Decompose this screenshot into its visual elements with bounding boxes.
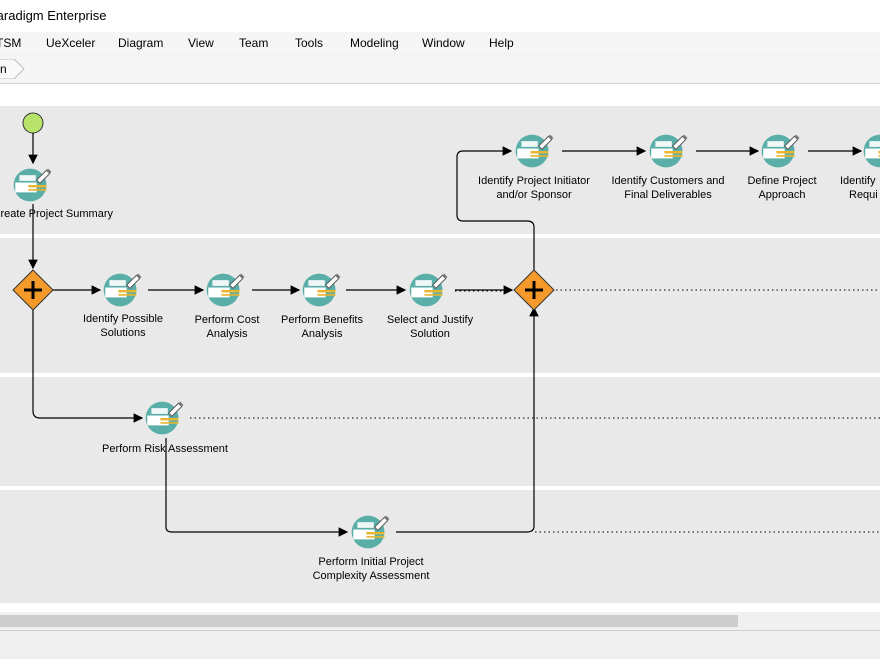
swimlane-2 [0,238,880,373]
window-title: Paradigm Enterprise [0,8,107,23]
swimlane-1 [0,106,880,234]
task-justify-label: Select and Justify [386,314,474,326]
scrollbar-thumb[interactable] [0,615,738,627]
task-benefits-label-2: Analysis [301,328,343,340]
start-event[interactable] [22,112,44,134]
task-summary-label: Create Project Summary [0,208,113,220]
task-initiator-label-2: and/or Sponsor [496,189,572,201]
task-solutions[interactable]: Identify Possible Solutions [61,312,185,340]
menu-help[interactable]: Help [489,36,514,50]
task-risk-label: Perform Risk Assessment [102,443,228,455]
task-icon-solutions[interactable] [103,273,142,307]
task-cost-label: Perform Cost [194,314,260,326]
breadcrumb-label: n [0,62,7,76]
menu-uexceler[interactable]: UeXceler [46,36,96,50]
task-complexity[interactable]: Perform Initial Project Complexity Asses… [301,555,441,583]
sequence-flows [28,133,863,537]
task-customers[interactable]: Identify Customers and Final Deliverable… [606,174,730,202]
task-benefits-label: Perform Benefits [281,314,363,326]
task-complexity-label-2: Complexity Assessment [312,570,430,582]
menu-team[interactable]: Team [239,36,269,50]
task-icon-approach[interactable] [761,134,800,168]
task-solutions-label: Identify Possible [82,313,164,325]
task-icon-requirements[interactable] [863,134,880,168]
dotted-connectors [190,289,880,533]
menu-modeling[interactable]: Modeling [350,36,399,50]
task-approach-label: Define Project [747,175,817,187]
swimlane-3 [0,377,880,486]
task-icon-customers[interactable] [649,134,688,168]
task-initiator-label: Identify Project Initiator [478,175,590,187]
menu-view[interactable]: View [188,36,214,50]
menu-diagram[interactable]: Diagram [118,36,164,50]
status-bar [0,630,880,659]
task-icon-justify[interactable] [409,273,448,307]
task-justify[interactable]: Select and Justify Solution [368,313,492,341]
menu-window[interactable]: Window [422,36,465,50]
breadcrumb: n [0,55,880,84]
task-customers-label: Identify Customers and [611,175,725,187]
parallel-gateway-2[interactable] [513,269,555,311]
task-benefits[interactable]: Perform Benefits Analysis [260,313,384,341]
task-summary[interactable]: Create Project Summary [0,207,113,221]
menu-bar: TSM UeXceler Diagram View Team Tools Mod… [0,32,880,54]
menu-tools[interactable]: Tools [295,36,324,50]
task-icon-risk[interactable] [145,401,184,435]
task-icon-initiator[interactable] [515,134,554,168]
menu-tsm[interactable]: TSM [0,36,22,50]
parallel-gateway-1[interactable] [12,269,54,311]
task-icon-complexity[interactable] [351,515,390,549]
task-justify-label-2: Solution [410,328,450,340]
swimlane-4 [0,490,880,603]
task-cost[interactable]: Perform Cost Analysis [165,313,289,341]
task-icon-benefits[interactable] [302,273,341,307]
task-approach-label-2: Approach [758,189,806,201]
task-customers-label-2: Final Deliverables [624,189,712,201]
task-requirements-label-2: Requi [849,189,878,201]
task-requirements[interactable]: Identify Requi [840,174,880,202]
horizontal-scrollbar[interactable] [0,612,880,629]
task-risk[interactable]: Perform Risk Assessment [95,442,235,456]
task-solutions-label-2: Solutions [100,327,146,339]
task-icon-summary[interactable] [13,168,52,202]
task-complexity-label: Perform Initial Project [318,556,424,568]
task-initiator[interactable]: Identify Project Initiator and/or Sponso… [472,174,596,202]
task-icon-cost[interactable] [206,273,245,307]
task-approach[interactable]: Define Project Approach [720,174,844,202]
diagram-canvas[interactable] [0,84,880,612]
task-requirements-label: Identify [840,175,876,187]
task-cost-label-2: Analysis [206,328,248,340]
